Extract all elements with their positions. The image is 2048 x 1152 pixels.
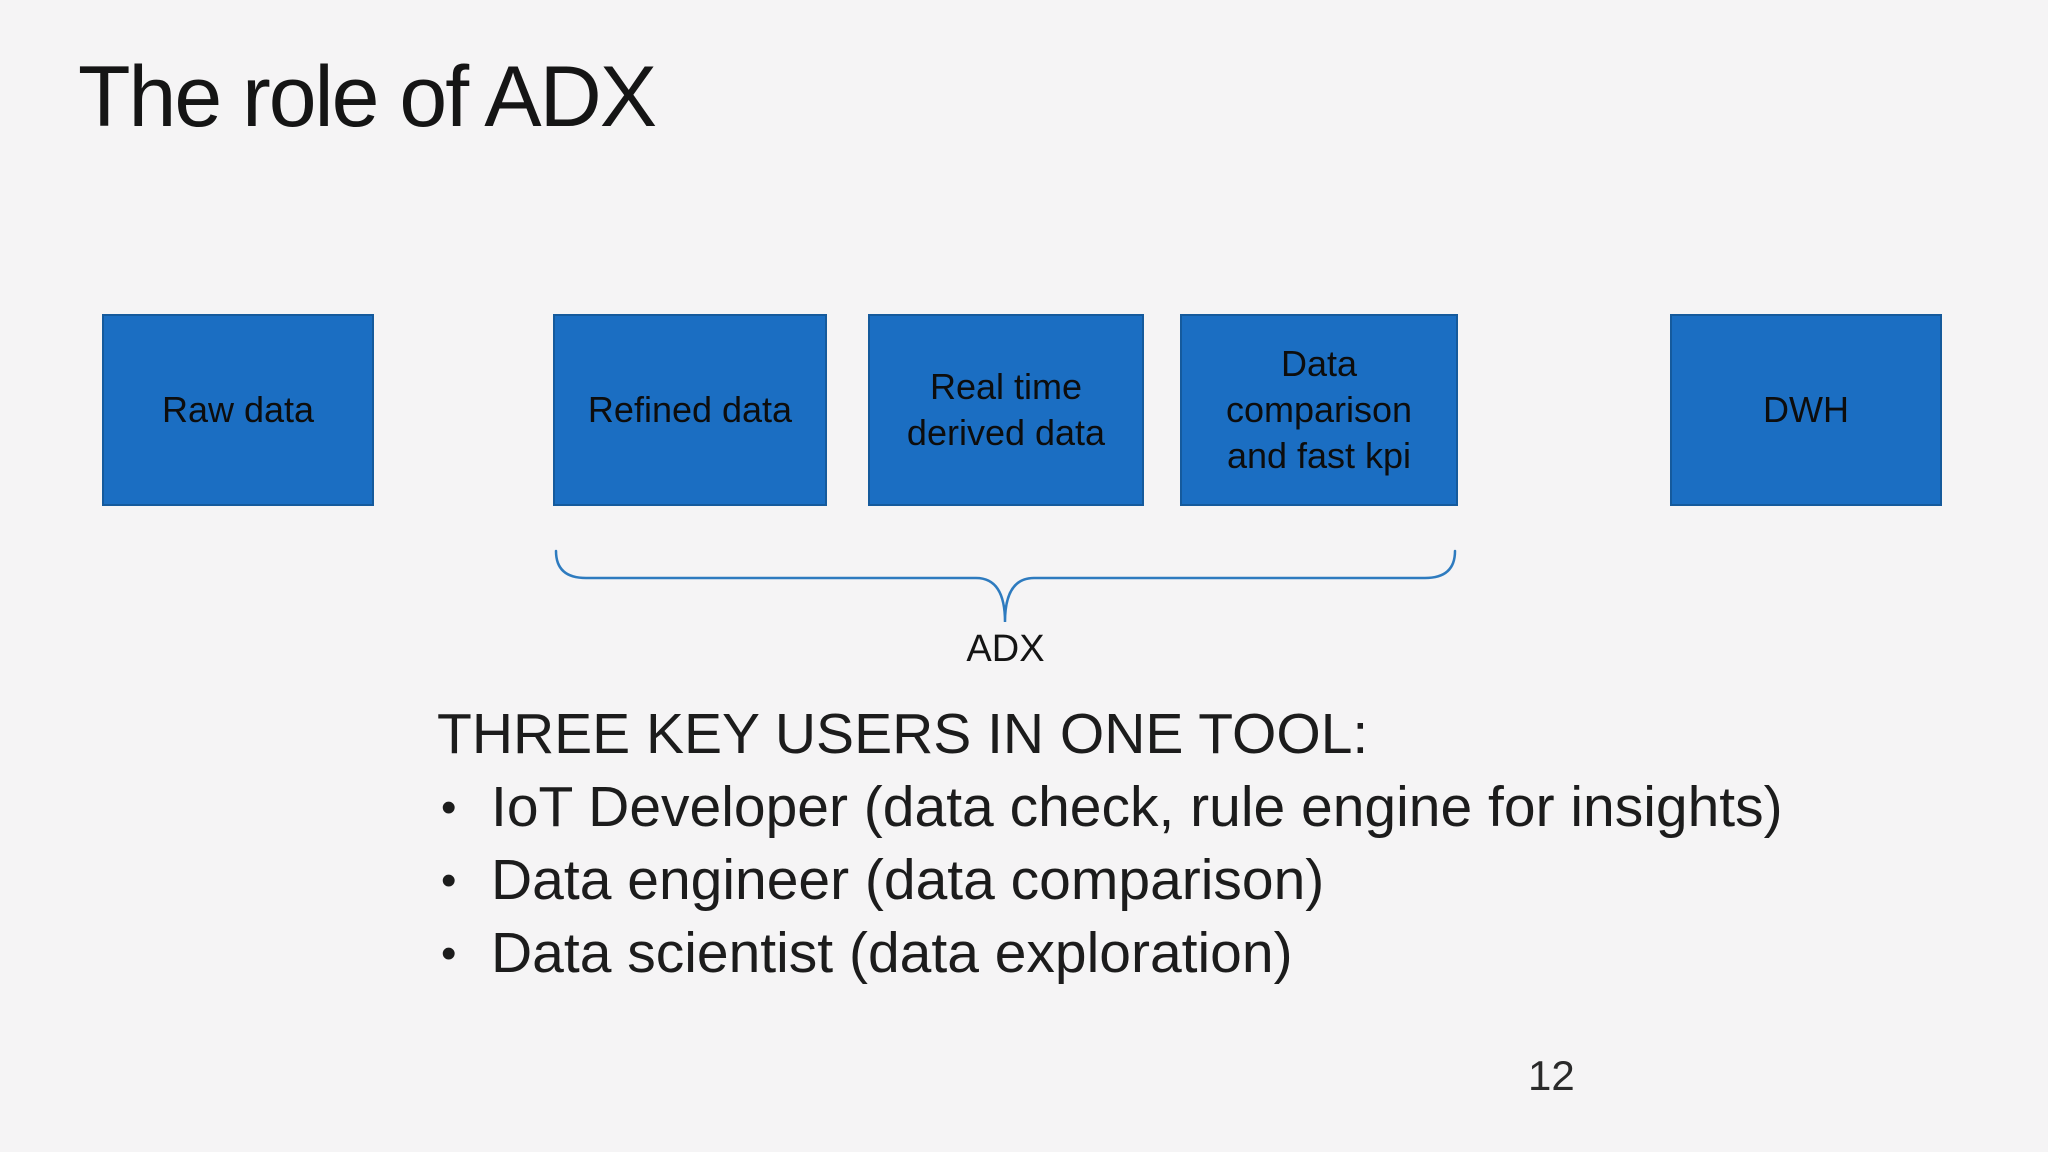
bullet-icon: • (441, 929, 457, 978)
box-raw-data: Raw data (102, 314, 374, 506)
list-item: • IoT Developer (data check, rule engine… (437, 771, 1783, 844)
box-real-time-derived-data-label: Real time derived data (906, 365, 1106, 453)
bullet-text-iot-developer: IoT Developer (data check, rule engine f… (491, 775, 1783, 839)
list-item: • Data engineer (data comparison) (437, 844, 1783, 917)
list-item: • Data scientist (data exploration) (437, 917, 1783, 990)
box-data-comparison-and-fast-kpi-label: Data comparison and fast kpi (1225, 342, 1413, 477)
bullet-text-data-scientist: Data scientist (data exploration) (491, 921, 1293, 985)
box-dwh-label: DWH (1763, 388, 1849, 430)
adx-brace (553, 548, 1458, 630)
key-users-heading: THREE KEY USERS IN ONE TOOL: (437, 702, 1369, 766)
curly-brace-shape (554, 549, 1457, 623)
box-dwh: DWH (1670, 314, 1942, 506)
adx-brace-label: ADX (966, 628, 1045, 670)
key-users-block: THREE KEY USERS IN ONE TOOL: • IoT Devel… (437, 698, 1783, 990)
bullet-text-data-engineer: Data engineer (data comparison) (491, 848, 1325, 912)
bullet-icon: • (441, 783, 457, 832)
bullet-icon: • (441, 856, 457, 905)
box-raw-data-label: Raw data (161, 388, 315, 430)
box-refined-data: Refined data (553, 314, 827, 506)
page-number: 12 (1528, 1052, 1575, 1099)
slide-title: The role of ADX (78, 49, 657, 145)
box-real-time-derived-data: Real time derived data (868, 314, 1144, 506)
box-data-comparison-and-fast-kpi: Data comparison and fast kpi (1180, 314, 1458, 506)
box-refined-data-label: Refined data (587, 388, 793, 430)
